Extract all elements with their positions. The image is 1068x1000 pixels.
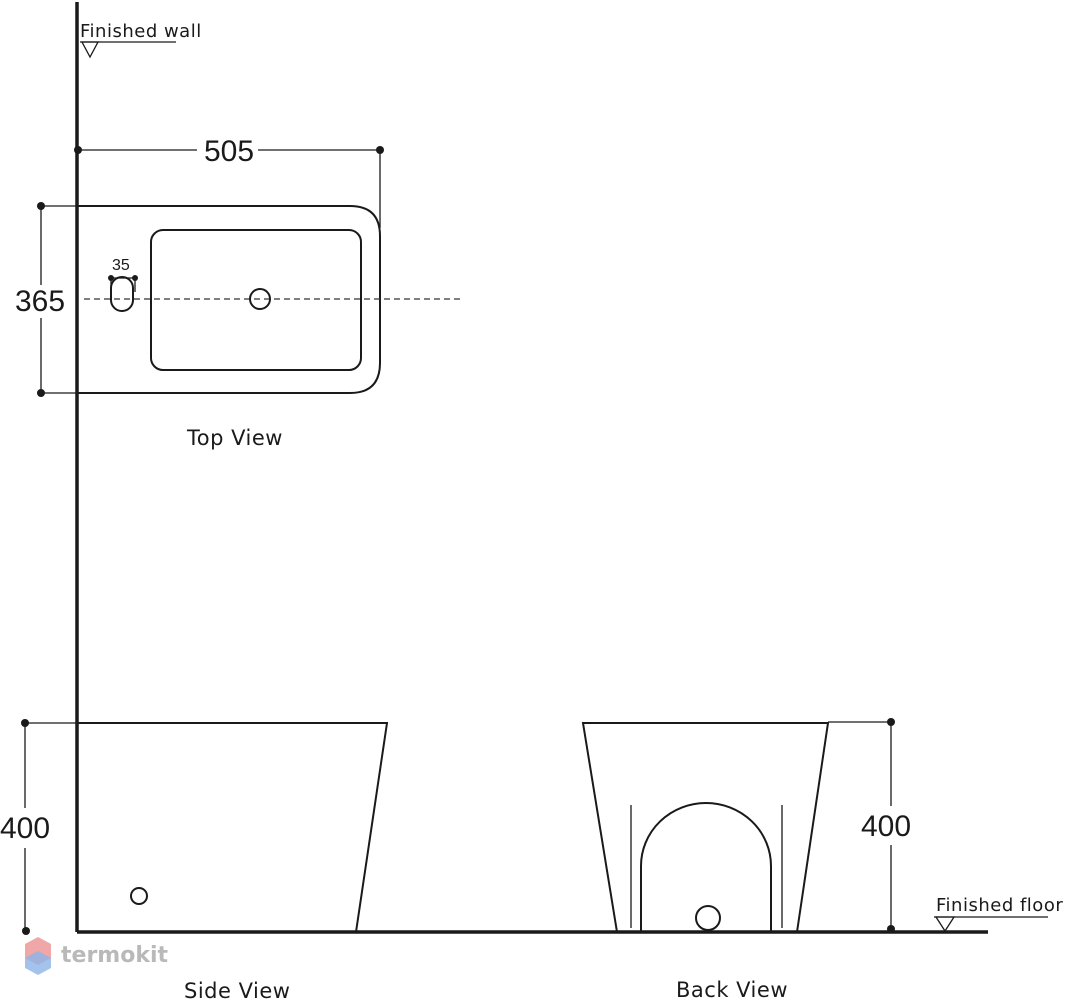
- dimension-dot: [132, 275, 138, 281]
- finished-floor-label: Finished floor: [936, 895, 1063, 916]
- side-inlet-icon: [130, 887, 148, 905]
- watermark-logo-icon: [25, 951, 51, 975]
- dimension-dot: [37, 389, 45, 397]
- back-body-outline: [581, 722, 830, 933]
- dimension-dot: [887, 925, 895, 933]
- dimension-dot: [74, 146, 82, 154]
- finished-floor-marker-icon: [934, 916, 956, 933]
- back-view: 400 Back View: [581, 718, 911, 1000]
- side-body-outline: [78, 722, 389, 933]
- dimension-dot: [37, 202, 45, 210]
- watermark-text: termokit: [61, 943, 168, 968]
- top-view-caption: Top View: [186, 426, 283, 450]
- drain-icon: [249, 288, 271, 310]
- top-view: 505 365 35 Top View: [15, 135, 462, 450]
- depth-dimension-label: 365: [15, 285, 65, 318]
- back-outlet-icon: [695, 905, 721, 931]
- back-view-caption: Back View: [676, 978, 788, 1000]
- dimension-dot: [21, 719, 29, 727]
- tap-hole-icon: [110, 276, 134, 312]
- width-dimension-label: 505: [204, 135, 254, 168]
- hole-dimension-label: 35: [112, 257, 130, 274]
- side-view: 400 Side View: [0, 719, 389, 1000]
- dimension-dot: [22, 927, 30, 935]
- finished-wall-marker-icon: [80, 41, 100, 59]
- dimension-dot: [887, 718, 895, 726]
- dimension-dot: [376, 146, 384, 154]
- side-view-caption: Side View: [184, 979, 290, 1000]
- dimension-dot: [108, 275, 114, 281]
- back-arch-outline: [640, 802, 772, 932]
- side-height-label: 400: [0, 812, 50, 845]
- back-height-label: 400: [861, 810, 911, 843]
- finished-wall-label: Finished wall: [80, 21, 202, 42]
- bowl-outline: [78, 205, 381, 394]
- basin-outline: [150, 229, 362, 371]
- watermark: termokit: [25, 937, 168, 975]
